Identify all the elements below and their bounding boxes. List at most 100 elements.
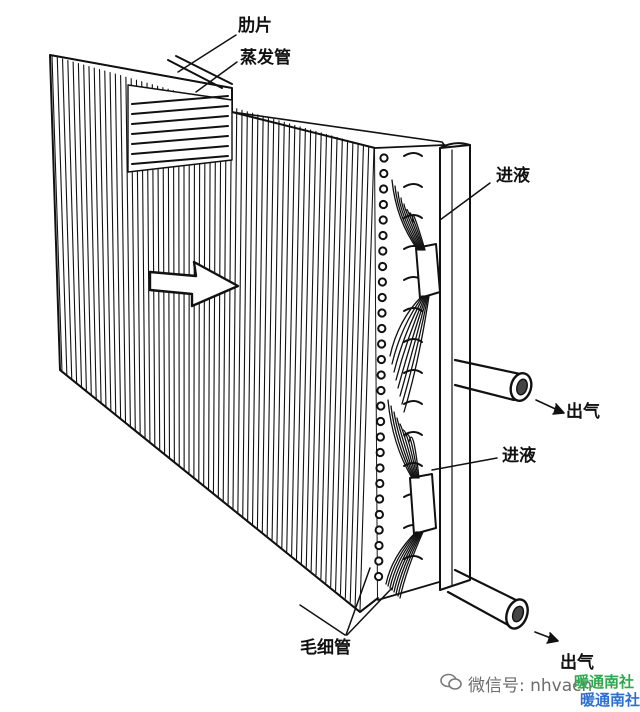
label-liquid-in-top: 进液 [496,166,530,186]
tube-end [377,339,387,349]
fin-line [276,121,285,545]
capillary-tube [411,214,426,251]
label-fin: 肋片 [238,16,272,36]
capillary-tube [399,295,428,397]
fin-line [354,145,370,607]
fin-line [98,69,107,408]
lower-outlet-pipe [446,568,522,628]
capillary-tube [390,405,414,479]
capillary-tube [396,417,416,479]
capillary-tube [391,295,424,365]
fin-line [359,147,375,611]
fin-line [83,64,92,396]
tube-end [378,230,388,241]
capillary-tube [395,531,422,595]
cutaway-tubes [131,55,233,165]
fin-line [56,56,68,377]
tube-end [379,184,389,194]
fin-line [114,73,122,420]
tube-end [375,432,385,442]
fin-line [344,142,359,599]
fin-line [62,58,73,381]
fin-line [339,141,354,595]
tube-end [376,416,386,427]
tube-end [374,571,384,582]
wechat-icon [440,673,462,690]
fin-line [349,144,364,603]
tube-end [374,556,384,566]
fin-line [77,62,87,393]
capillary-tube [403,295,430,413]
tube-end [378,199,388,210]
logo: 暖通南社 暖通南社 [572,669,640,709]
outlet-arrows [534,399,565,644]
tube-end [376,401,386,411]
capillary-tube [393,295,425,373]
fin-line [271,120,280,541]
fin-line [310,132,322,572]
capillary-tube [403,203,423,251]
label-evaporator-tube: 蒸发管 [240,48,291,68]
fin-line [291,126,301,556]
tube-end [376,354,386,365]
label-gas-out-top: 出气 [566,402,600,422]
tube-end [378,246,388,256]
fin-line [300,129,312,564]
fin-line [222,105,227,502]
fin-line [227,106,233,506]
fin-line [67,59,78,385]
tube-end [376,370,386,380]
capillary-tube [391,531,420,591]
capillary-tube [391,179,419,251]
capillary-tube [408,436,420,479]
capillary-tube [397,191,421,251]
fin-line [88,66,97,400]
capillary-tube [397,295,427,389]
label-capillary: 毛细管 [300,638,351,658]
fin-lines [51,55,375,611]
tube-end [374,525,384,535]
header-pipe [439,144,471,591]
return-bend [403,369,423,374]
capillary-tube [401,295,429,405]
tube-line [131,125,229,135]
tube-end [377,292,387,303]
fin-line [217,103,222,498]
upper-outlet-bore [516,378,528,396]
return-bend [403,183,423,188]
capillary-tube [387,531,418,587]
tube-end [379,168,389,179]
label-liquid-in-bottom: 进液 [502,446,536,466]
fin-line [242,111,248,517]
tube-line [175,55,233,85]
capillary-tube [389,295,423,357]
fin-line [320,135,333,580]
capillary-tubes [385,179,430,599]
cutaway-window [127,84,233,173]
tube-end [375,494,385,504]
fin-line [330,138,343,588]
capillary-tube [399,423,417,479]
return-bends [374,152,423,582]
logo-text-green: 暖通南社 [574,673,635,691]
tube-end [374,540,384,551]
fin-line [305,130,317,568]
fin-line [335,139,349,592]
fin-line [315,133,328,576]
fin-line [261,117,269,533]
lower-outlet-bore [511,605,525,623]
return-bend [403,400,423,405]
tube-end [377,277,387,287]
fin-line [266,118,275,537]
capillary-tube [393,531,421,593]
tube-end [378,215,388,225]
tube-line [131,135,229,145]
fin-line [295,127,306,560]
fin-line [286,124,296,553]
tube-line [131,95,229,105]
tube-end [374,509,384,520]
fin-line [93,67,102,404]
fin-line [109,72,117,416]
airflow-arrow [148,260,240,308]
